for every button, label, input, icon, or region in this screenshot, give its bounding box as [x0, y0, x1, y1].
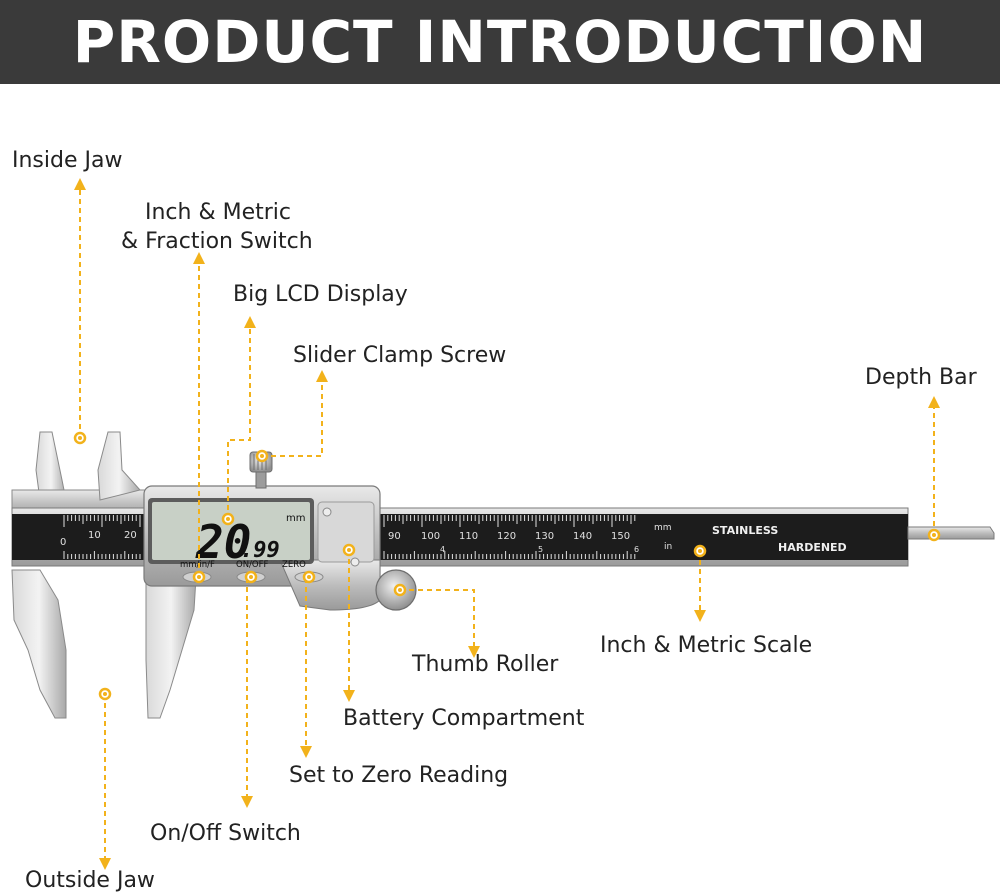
scale-number-130: 130	[535, 531, 554, 542]
dot-marker-center	[698, 549, 702, 553]
battery-cover	[317, 501, 375, 563]
arrow-head-icon	[300, 746, 312, 758]
scale-number-20: 20	[124, 530, 137, 541]
caliper-illustration: 20 .99 mm mm/in/F ON/OFF ZERO 0 10 20 90…	[11, 431, 995, 719]
scale-numbers-right: 90 100 110 120 130 140 150 4 5 6	[388, 531, 639, 554]
clamp-screw-shaft	[255, 469, 267, 489]
label-battery: Battery Compartment	[343, 706, 585, 731]
scale-number-150: 150	[611, 531, 630, 542]
label-scale: Inch & Metric Scale	[600, 633, 813, 658]
label-on-off: On/Off Switch	[150, 821, 301, 846]
unit-in-label: in	[664, 542, 672, 552]
lcd-unit: mm	[286, 513, 305, 524]
inside-jaw-sliding	[97, 431, 141, 501]
depth-rod	[907, 526, 995, 540]
marker-dots	[73, 431, 941, 701]
inch-number-4: 4	[440, 545, 445, 554]
arrow-head-icon	[244, 316, 256, 328]
unit-mm-label: mm	[654, 523, 672, 533]
lcd-reading-decimal: .99	[240, 538, 280, 563]
stamp-hardened: HARDENED	[778, 541, 847, 554]
label-inside-jaw: Inside Jaw	[12, 148, 123, 173]
inch-number-6: 6	[634, 545, 639, 554]
label-outside-jaw: Outside Jaw	[25, 868, 155, 893]
label-thumb-roller: Thumb Roller	[412, 652, 559, 677]
mode-button-label: mm/in/F	[180, 560, 215, 570]
page-title: PRODUCT INTRODUCTION	[72, 8, 928, 76]
dot-marker-center	[197, 575, 201, 579]
scale-number-120: 120	[497, 531, 516, 542]
arrow-head-icon	[74, 178, 86, 190]
dot-marker-center	[249, 575, 253, 579]
dot-marker-center	[226, 517, 230, 521]
outside-jaw-sliding	[145, 577, 197, 719]
arrow-head-icon	[468, 646, 480, 658]
scale-number-10: 10	[88, 530, 101, 541]
header-banner: PRODUCT INTRODUCTION	[0, 0, 1000, 84]
lcd-reading-main: 20	[195, 515, 251, 569]
scale-number-110: 110	[459, 531, 478, 542]
arrow-head-icon	[193, 252, 205, 264]
label-switch-line1: Inch & Metric	[145, 200, 292, 225]
dot-marker-center	[103, 692, 107, 696]
arrow-head-icon	[343, 690, 355, 702]
stamp-stainless: STAINLESS	[712, 524, 778, 537]
dot-marker-center	[398, 588, 402, 592]
arrow-head-icon	[316, 370, 328, 382]
label-lcd-display: Big LCD Display	[233, 282, 408, 307]
onoff-button-label: ON/OFF	[236, 560, 268, 570]
inch-number-5: 5	[538, 545, 543, 554]
lcd-screen	[152, 502, 310, 560]
dot-marker-center	[78, 436, 82, 440]
zero-button-label: ZERO	[282, 560, 306, 570]
scale-number-90: 90	[388, 531, 401, 542]
arrow-head-icon	[694, 610, 706, 622]
scale-number-100: 100	[421, 531, 440, 542]
scale-number-140: 140	[573, 531, 592, 542]
outside-jaw-fixed	[11, 569, 67, 719]
label-switch-line2: & Fraction Switch	[121, 229, 313, 254]
label-clamp-screw: Slider Clamp Screw	[293, 343, 507, 368]
arrow-head-icon	[99, 858, 111, 870]
dot-marker-center	[260, 454, 264, 458]
arrow-head-icon	[928, 396, 940, 408]
dot-marker-center	[932, 533, 936, 537]
arrow-head-icon	[241, 796, 253, 808]
label-zero-reading: Set to Zero Reading	[289, 763, 509, 788]
scale-number-0: 0	[60, 537, 66, 548]
dot-marker-center	[347, 548, 351, 552]
arrow-heads	[74, 178, 940, 870]
dot-marker-center	[307, 575, 311, 579]
label-depth-bar: Depth Bar	[865, 365, 977, 390]
callout-leaders	[79, 188, 935, 860]
